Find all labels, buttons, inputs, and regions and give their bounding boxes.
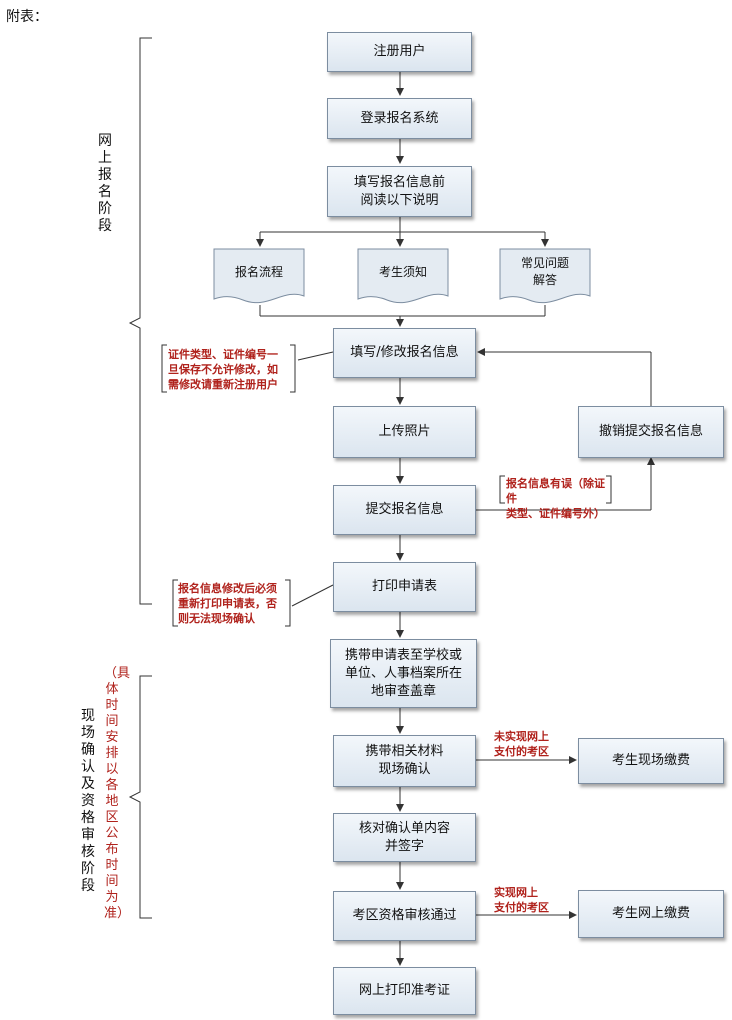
doc-process-label: 报名流程 bbox=[234, 264, 283, 279]
document-icon bbox=[357, 248, 449, 304]
doc-faq: 常见问题 解答 bbox=[499, 248, 591, 306]
document-icon bbox=[499, 248, 591, 304]
review-pass-step: 考区资格审核通过 bbox=[333, 891, 476, 941]
error-note: 报名信息有误（除证件 类型、证件编号外） bbox=[506, 477, 605, 520]
doc-notice-label: 考生须知 bbox=[378, 264, 427, 279]
login-system-step: 登录报名系统 bbox=[327, 98, 472, 139]
stage-online-label: 网上报名阶段 bbox=[98, 133, 112, 234]
online-pay-note: 实现网上 支付的考区 bbox=[494, 886, 549, 914]
upload-photo-step: 上传照片 bbox=[333, 406, 476, 458]
doc-notice: 考生须知 bbox=[357, 248, 449, 306]
doc-faq-label: 常见问题 解答 bbox=[520, 256, 569, 287]
document-icon bbox=[213, 248, 305, 304]
print-ticket-step: 网上打印准考证 bbox=[333, 967, 476, 1015]
pay-online-step: 考生网上缴费 bbox=[578, 890, 724, 938]
cancel-submit-step: 撤销提交报名信息 bbox=[578, 406, 724, 458]
stamp-form-step: 携带申请表至学校或 单位、人事档案所在 地审查盖章 bbox=[330, 639, 477, 708]
check-sign-step: 核对确认单内容 并签字 bbox=[333, 813, 476, 862]
submit-info-step: 提交报名信息 bbox=[333, 485, 476, 535]
doc-process: 报名流程 bbox=[213, 248, 305, 306]
stage-onsite-time-note: （具体时间安排以各地区公布时间为准） bbox=[104, 666, 131, 921]
reprint-note: 报名信息修改后必须 重新打印申请表，否 则无法现场确认 bbox=[178, 582, 277, 625]
print-form-step: 打印申请表 bbox=[333, 562, 476, 612]
register-user-step: 注册用户 bbox=[327, 32, 472, 72]
onsite-confirm-step: 携带相关材料 现场确认 bbox=[333, 735, 476, 787]
stage-onsite-label: 现场确认及资格审核阶段 bbox=[81, 708, 95, 894]
fill-info-step: 填写/修改报名信息 bbox=[333, 328, 476, 378]
read-instructions-step: 填写报名信息前 阅读以下说明 bbox=[327, 166, 472, 217]
pay-onsite-step: 考生现场缴费 bbox=[578, 738, 724, 784]
page-label: 附表： bbox=[6, 9, 48, 25]
id-note: 证件类型、证件编号一 旦保存不允许修改，如 需修改请重新注册用户 bbox=[168, 348, 278, 391]
no-online-pay-note: 未实现网上 支付的考区 bbox=[494, 730, 549, 758]
